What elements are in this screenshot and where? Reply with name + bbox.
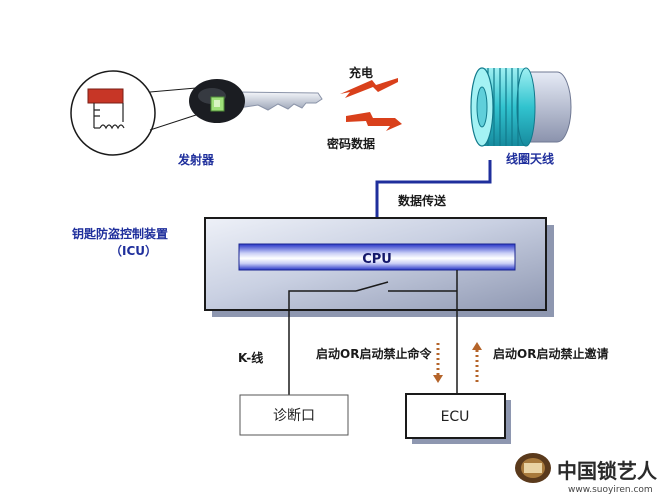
password-data-signal-icon — [346, 112, 402, 131]
charge-signal-icon — [340, 78, 398, 98]
diagnostic-port-label: 诊断口 — [273, 408, 315, 424]
data-transfer-arrow — [365, 160, 492, 252]
k-line-label: K-线 — [238, 350, 263, 365]
coil-antenna-label: 线圈天线 — [506, 151, 554, 166]
watermark-url: www.suoyiren.com — [568, 485, 653, 495]
suoyiren-logo — [515, 453, 551, 483]
watermark-brand: 中国锁艺人 — [557, 459, 658, 483]
coil-antenna-icon — [470, 67, 572, 147]
cpu-bar — [238, 243, 516, 271]
ecu-label: ECU — [441, 409, 470, 425]
password-data-label: 密码数据 — [327, 136, 375, 151]
data-transfer-label: 数据传送 — [398, 193, 447, 208]
start-command-arrow — [433, 343, 443, 383]
start-request-arrow — [472, 342, 482, 385]
ecu-box — [405, 393, 506, 439]
transmitter-label: 发射器 — [177, 152, 215, 167]
icu-label-line1: 钥匙防盗控制装置 — [72, 226, 168, 241]
cpu-label: CPU — [362, 252, 392, 267]
diagnostic-port-box — [239, 394, 349, 436]
key-icon — [189, 79, 323, 123]
start-request-label: 启动OR启动禁止邀请 — [493, 346, 608, 361]
charge-label: 充电 — [349, 65, 373, 80]
transmitter-circuit-inset — [70, 70, 197, 156]
start-command-label: 启动OR启动禁止命令 — [316, 346, 432, 361]
icu-label-line2: （ICU） — [110, 243, 157, 258]
relay-switch — [288, 270, 458, 395]
